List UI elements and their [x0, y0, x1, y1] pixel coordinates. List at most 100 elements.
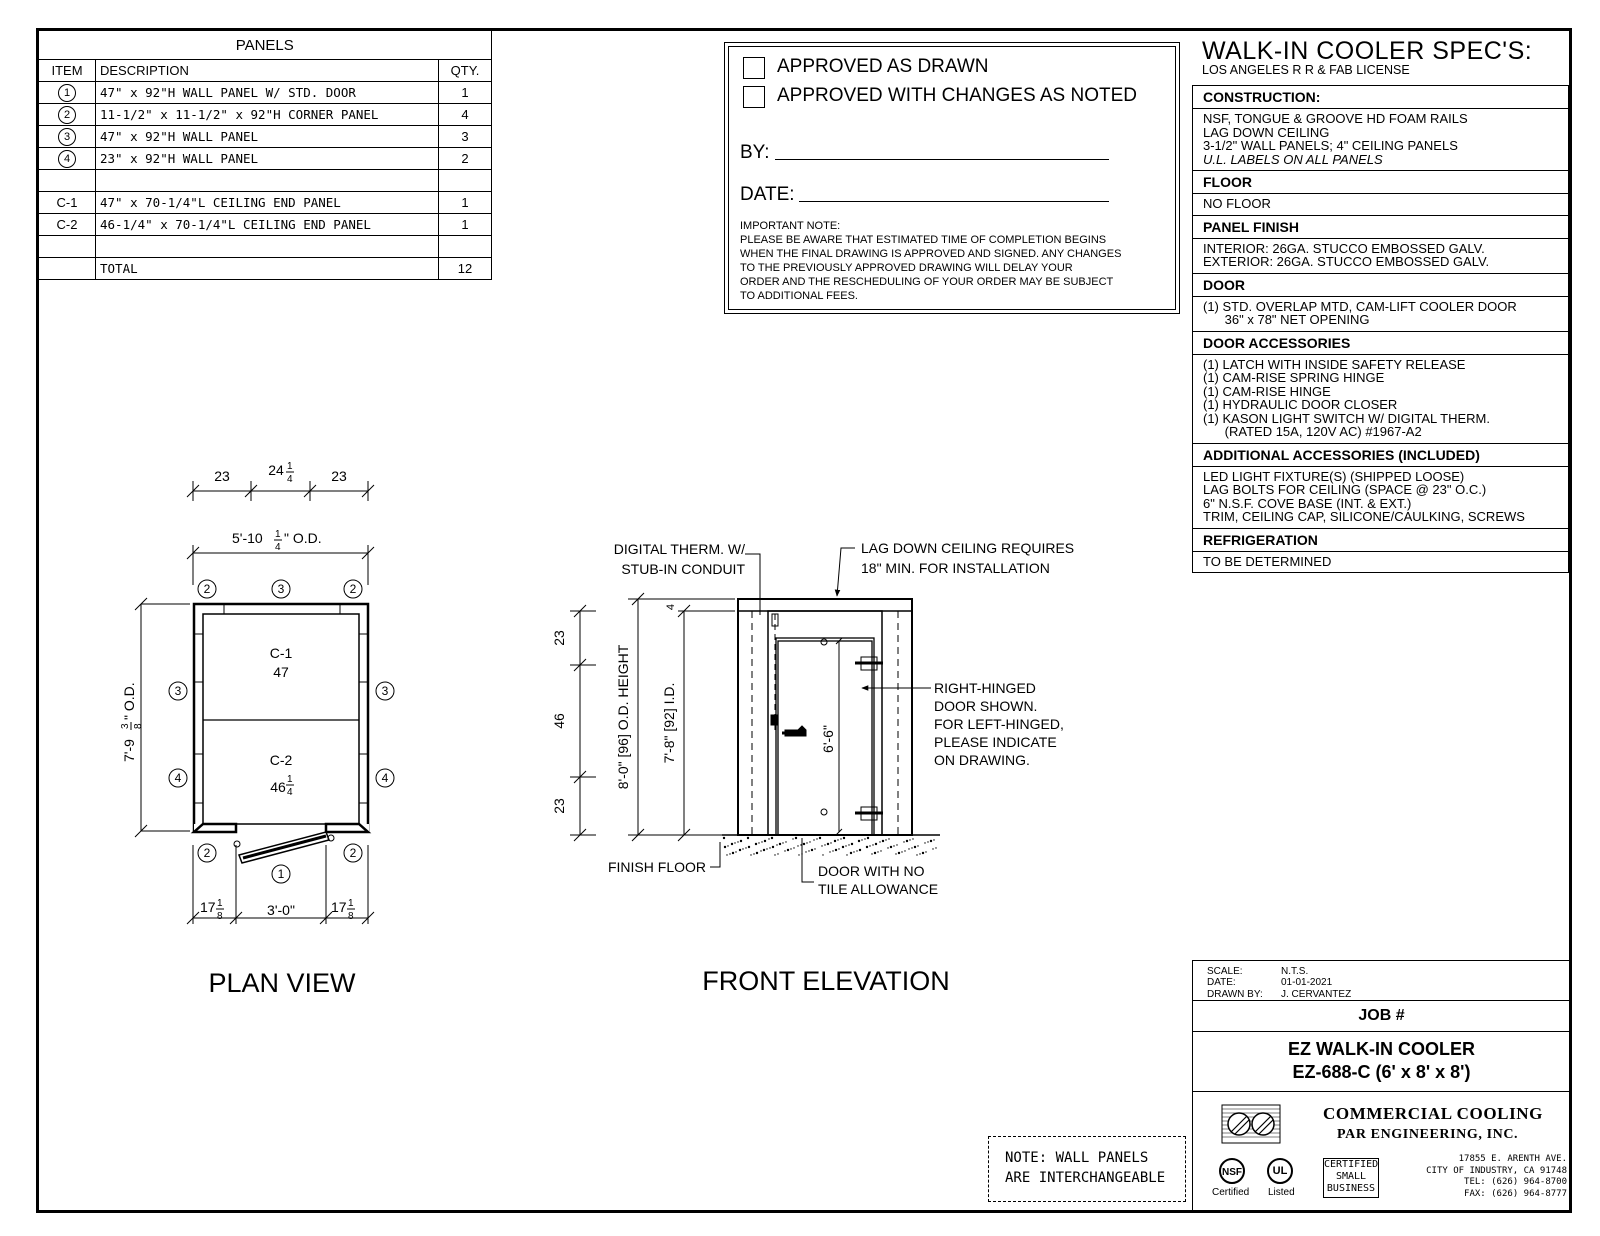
front-elevation: [570, 547, 940, 883]
hatch-dot: [742, 848, 744, 850]
hatch-dot: [778, 842, 782, 846]
panel-qty: 12: [438, 257, 492, 280]
plan-od-width-suffix: " O.D.: [284, 530, 322, 546]
spec-section: CONSTRUCTION:NSF, TONGUE & GROOVE HD FOA…: [1192, 85, 1569, 170]
hatch-dot: [762, 848, 766, 852]
front-elevation-labels: DIGITAL THERM. W/ STUB-IN CONDUIT LAG DO…: [551, 540, 1074, 897]
model-line-1: EZ WALK-IN COOLER: [1288, 1039, 1475, 1059]
hatch-dot: [824, 844, 826, 846]
spec-body-text: NO FLOOR: [1203, 196, 1271, 211]
company-address: 17855 E. ARENTH AVE. CITY OF INDUSTRY, C…: [1383, 1154, 1567, 1200]
plan-bottom-right-den: 8: [348, 911, 354, 922]
hatch-dot: [889, 845, 893, 849]
hatch-dot: [916, 854, 918, 856]
hatch-dot: [763, 839, 767, 843]
plan-c1-dim: 47: [273, 664, 289, 680]
hatch-dot: [735, 851, 737, 853]
hatch-dot: [785, 841, 787, 843]
elev-od-height: 8'-0" [96] O.D. HEIGHT: [615, 644, 631, 789]
table-row: [38, 169, 492, 192]
plan-callout: 2: [197, 843, 217, 863]
plan-callout-text: 3: [175, 684, 182, 698]
hatch-dot: [753, 853, 755, 855]
drawn-value: J. CERVANTEZ: [1281, 988, 1352, 1000]
spec-body-text: INTERIOR: 26GA. STUCCO EMBOSSED GALV. EX…: [1203, 240, 1490, 269]
hatch-dot: [933, 839, 935, 841]
title-block: SCALE:N.T.S. DATE:01-01-2021 DRAWN BY:J.…: [1192, 960, 1570, 1210]
plan-callout: 4: [375, 768, 395, 788]
note-title: IMPORTANT NOTE:: [740, 220, 841, 232]
hatch-dot: [737, 841, 739, 843]
hatch-dot: [768, 838, 770, 840]
hatch-dot: [766, 848, 768, 850]
floor-hatch: [722, 836, 940, 858]
hatch-dot: [739, 839, 743, 843]
hatch-dot: [861, 839, 863, 841]
by-signature-line[interactable]: [775, 159, 1109, 160]
hatch-dot: [935, 847, 937, 849]
col-item: ITEM: [38, 59, 96, 82]
plan-callout: 4: [168, 768, 188, 788]
spec-section: ADDITIONAL ACCESSORIES (INCLUDED)LED LIG…: [1192, 442, 1569, 528]
plan-c2-num: 1: [287, 774, 293, 785]
note-lines: PLEASE BE AWARE THAT ESTIMATED TIME OF C…: [740, 233, 1180, 303]
floor-hatch-dots: [722, 836, 937, 856]
plan-od-length: 7'-9: [121, 739, 137, 762]
hatch-dot: [905, 839, 909, 843]
panel-description: 47" x 92"H WALL PANEL: [95, 125, 439, 148]
hatch-dot: [729, 853, 731, 855]
approved-checkbox[interactable]: [743, 57, 765, 79]
hatch-dot: [911, 847, 913, 849]
spec-body-text: TO BE DETERMINED: [1203, 553, 1332, 569]
plan-door-width: 3'-0": [267, 902, 295, 918]
hatch-dot: [881, 839, 885, 843]
fax: FAX: (626) 964-8777: [1464, 1188, 1567, 1199]
hatch-dot: [758, 842, 760, 844]
ceiling-note-2: 18" MIN. FOR INSTALLATION: [861, 560, 1050, 576]
item-callout: 1: [58, 83, 76, 102]
date-line[interactable]: [799, 201, 1109, 202]
drawings-svg: 23 24 1 4 23 5'-10 1 4 " O.D. 7'-9 3 8 "…: [120, 461, 1074, 998]
hatch-dot: [932, 848, 934, 850]
plan-view-labels: 23 24 1 4 23 5'-10 1 4 " O.D. 7'-9 3 8 "…: [120, 461, 355, 922]
plan-bottom-right-num: 1: [348, 898, 354, 909]
note-line: PLEASE BE AWARE THAT ESTIMATED TIME OF C…: [740, 234, 1107, 246]
hatch-dot: [826, 842, 830, 846]
hatch-dot: [885, 839, 887, 841]
hatch-dot: [821, 845, 823, 847]
item-callout: 3: [58, 127, 76, 146]
hinge-note-2: DOOR SHOWN.: [934, 698, 1037, 714]
plan-callout-text: 1: [278, 867, 285, 881]
hatch-dot: [908, 848, 910, 850]
hatch-dot: [755, 851, 759, 855]
important-note: IMPORTANT NOTE: PLEASE BE AWARE THAT EST…: [740, 219, 1180, 303]
hinge-note-3: FOR LEFT-HINGED,: [934, 716, 1064, 732]
panel-description: TOTAL: [95, 257, 439, 280]
panel-item: 2: [38, 103, 96, 126]
hatch-dot: [864, 838, 866, 840]
hatch-dot: [896, 844, 898, 846]
spec-body-text: (1) STD. OVERLAP MTD, CAM-LIFT COOLER DO…: [1203, 298, 1517, 327]
hatch-dot: [782, 842, 784, 844]
plan-bottom-left: 17: [200, 899, 216, 915]
approved-changes-checkbox[interactable]: [743, 86, 765, 108]
hatch-dot: [774, 854, 776, 856]
date-value: 01-01-2021: [1281, 977, 1333, 989]
small-business-badge: CERTIFIED SMALL BUSINESS: [1323, 1158, 1379, 1198]
hatch-dot: [834, 848, 838, 852]
plan-callout: 2: [343, 579, 363, 599]
spec-body-text: NSF, TONGUE & GROOVE HD FOAM RAILS LAG D…: [1203, 111, 1468, 153]
by-label: BY:: [740, 142, 770, 163]
hatch-dot: [909, 839, 911, 841]
hatch-dot: [872, 844, 874, 846]
hatch-dot: [797, 845, 799, 847]
hatch-dot: [746, 836, 750, 840]
nsf-icon: NSF: [1219, 1158, 1245, 1184]
hatch-dot: [845, 845, 847, 847]
spec-heading: PANEL FINISH: [1193, 216, 1568, 239]
hatch-dot: [849, 851, 853, 855]
hatch-dot: [838, 848, 840, 850]
